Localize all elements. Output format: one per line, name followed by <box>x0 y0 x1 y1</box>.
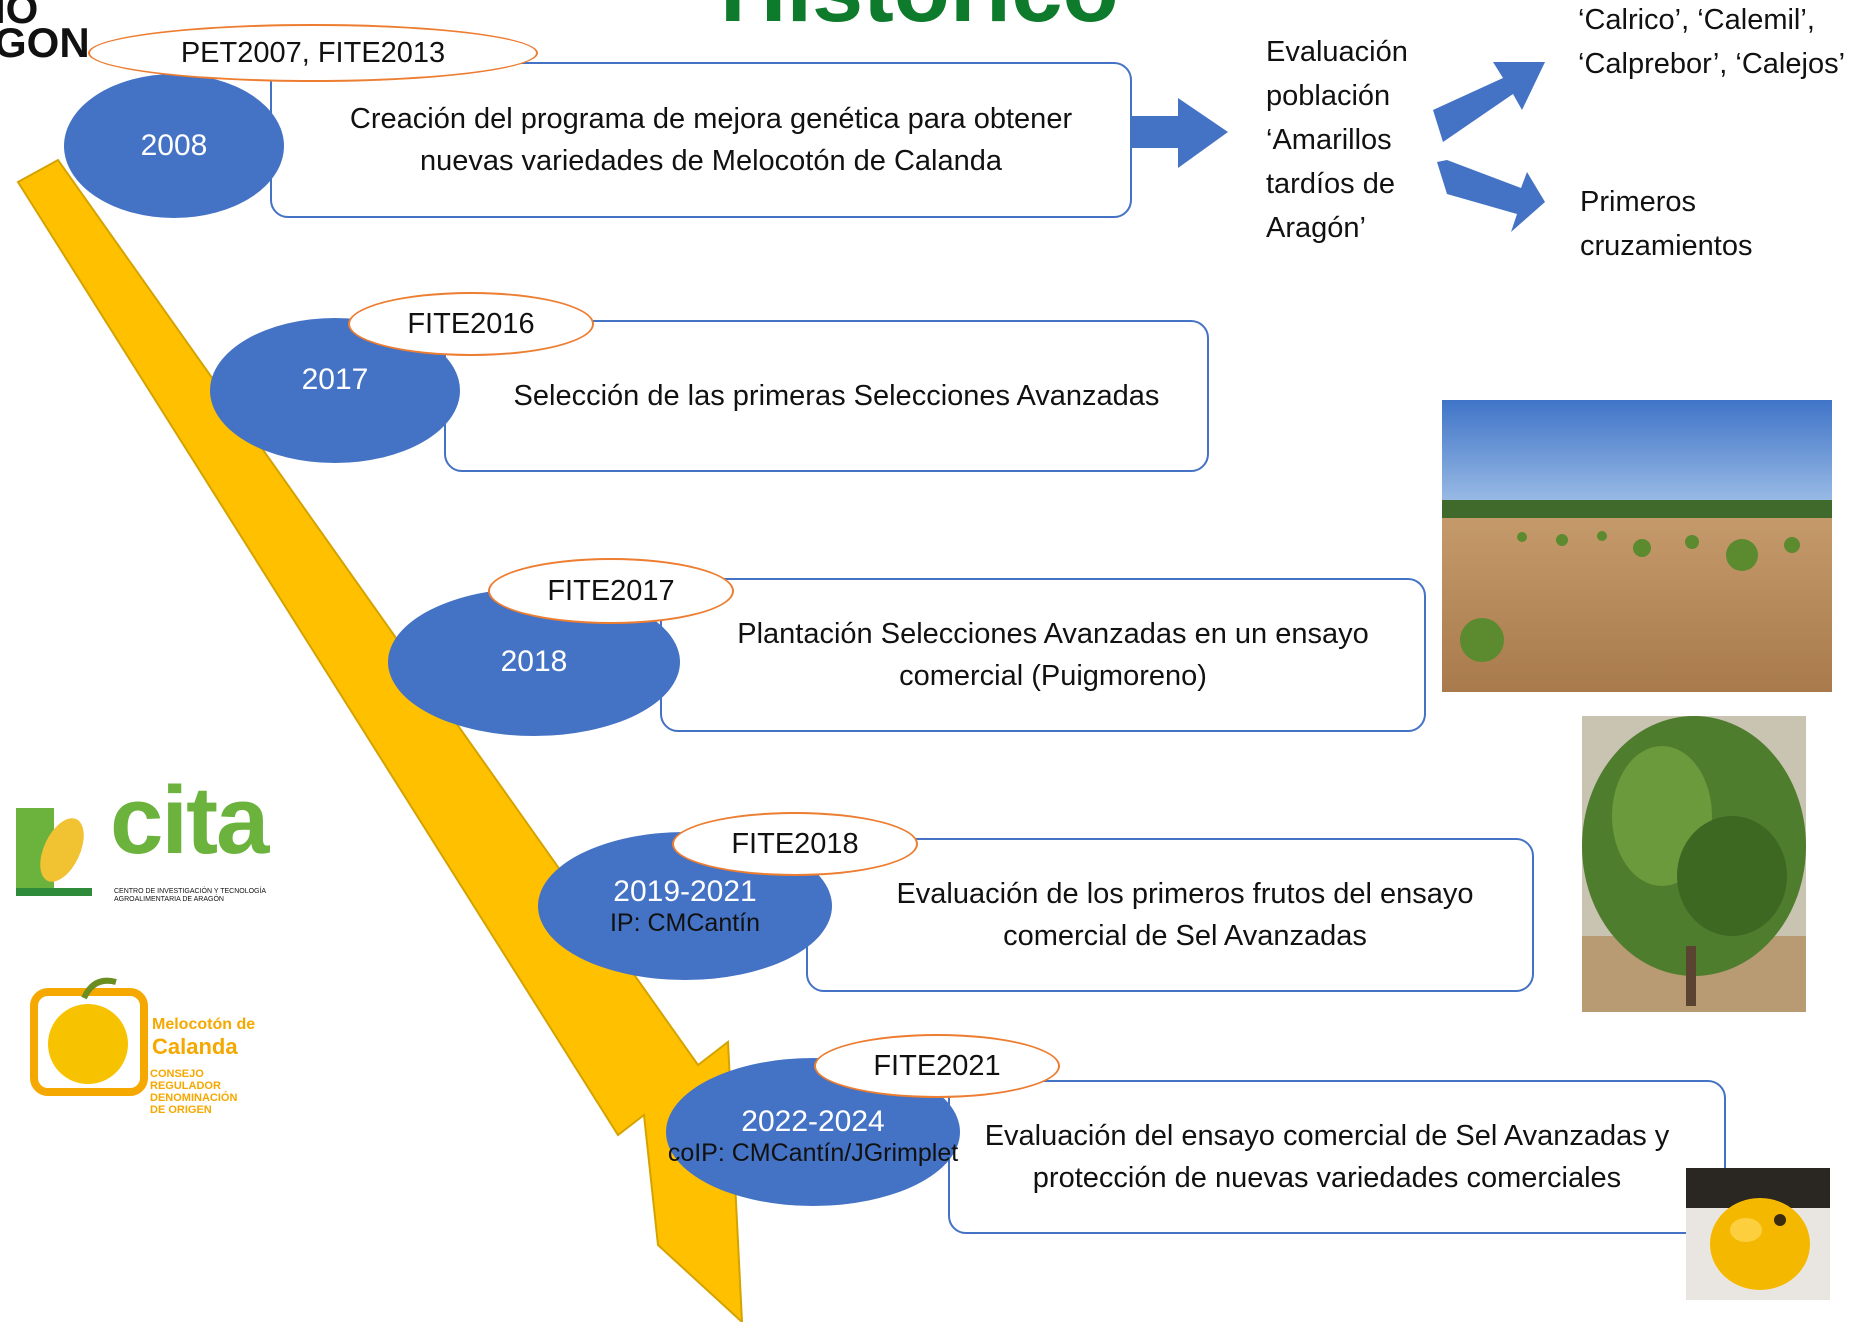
step-5-year-ellipse: 2022-2024 coIP: CMCantín/JGrimplet <box>666 1058 960 1206</box>
step-5-project: FITE2021 <box>814 1034 1060 1098</box>
step-2-project: FITE2016 <box>348 292 594 356</box>
up-right-arrow <box>1433 62 1545 142</box>
crosses-text: Primeros cruzamientos <box>1580 186 1753 262</box>
calanda-logo: Melocotón de Calanda CONSEJO REGULADOR D… <box>24 968 294 1138</box>
right-arrow <box>1108 98 1228 168</box>
cita-subtitle-1: CENTRO DE INVESTIGACIÓN Y TECNOLOGÍA <box>114 888 267 895</box>
calanda-line-6: DE ORIGEN <box>150 1104 212 1116</box>
step-4-project-label: FITE2018 <box>731 827 859 860</box>
calanda-line-5: DENOMINACIÓN <box>150 1092 238 1104</box>
step-5-year: 2022-2024 <box>741 1105 885 1138</box>
step-2-description: Selección de las primeras Selecciones Av… <box>444 320 1209 472</box>
peach-tree-photo <box>1582 716 1806 1012</box>
calanda-line-1: Melocotón de <box>152 1016 256 1033</box>
cita-subtitle-2: AGROALIMENTARIA DE ARAGÓN <box>114 896 224 903</box>
step-5-description: Evaluación del ensayo comercial de Sel A… <box>948 1080 1726 1234</box>
peach-fruit-photo <box>1686 1168 1830 1300</box>
step-1-text: Creación del programa de mejora genética… <box>349 103 1073 177</box>
step-4-ip: IP: CMCantín <box>609 909 761 937</box>
step-3-project-label: FITE2017 <box>547 574 675 607</box>
field-plantation-photo <box>1442 400 1832 692</box>
cita-logo: cita CENTRO DE INVESTIGACIÓN Y TECNOLOGÍ… <box>14 767 314 908</box>
evaluation-text: Evaluación población ‘Amarillos tardíos … <box>1266 36 1408 244</box>
step-3-year: 2018 <box>500 645 568 678</box>
down-right-arrow <box>1437 160 1545 232</box>
slide-title: Histórico <box>720 0 1119 43</box>
varieties-text: ‘Calrico’, ‘Calemil’, ‘Calprebor’, ‘Cale… <box>1578 4 1846 80</box>
timeline-arrow <box>16 158 744 1322</box>
step-5-project-label: FITE2021 <box>873 1049 1001 1082</box>
step-1-project-label: PET2007, FITE2013 <box>180 36 446 69</box>
step-2-year-ellipse: 2017 <box>210 318 460 463</box>
calanda-line-2: Calanda <box>152 1034 238 1059</box>
step-2-year: 2017 <box>301 362 369 396</box>
step-1-year-ellipse: 2008 <box>64 74 284 218</box>
calanda-line-3: CONSEJO <box>150 1068 204 1080</box>
step-4-text: Evaluación de los primeros frutos del en… <box>896 878 1474 952</box>
step-2-project-label: FITE2016 <box>407 307 535 340</box>
step-1-description: Creación del programa de mejora genética… <box>270 62 1132 218</box>
step-1-year: 2008 <box>140 129 208 162</box>
step-4-description: Evaluación de los primeros frutos del en… <box>806 838 1534 992</box>
step-4-year: 2019-2021 <box>613 875 757 908</box>
step-3-text: Plantación Selecciones Avanzadas en un e… <box>737 618 1369 692</box>
cita-wordmark: cita <box>110 767 269 874</box>
step-3-project: FITE2017 <box>488 558 734 624</box>
step-1-project: PET2007, FITE2013 <box>88 24 538 82</box>
step-4-project: FITE2018 <box>672 812 918 876</box>
calanda-line-4: REGULADOR <box>150 1080 221 1092</box>
step-3-description: Plantación Selecciones Avanzadas en un e… <box>660 578 1426 732</box>
step-2-text: Selección de las primeras Selecciones Av… <box>513 380 1160 412</box>
step-5-ip: coIP: CMCantín/JGrimplet <box>667 1139 959 1167</box>
step-5-text: Evaluación del ensayo comercial de Sel A… <box>984 1120 1670 1194</box>
corner-logo-text: IO GON <box>0 0 90 66</box>
